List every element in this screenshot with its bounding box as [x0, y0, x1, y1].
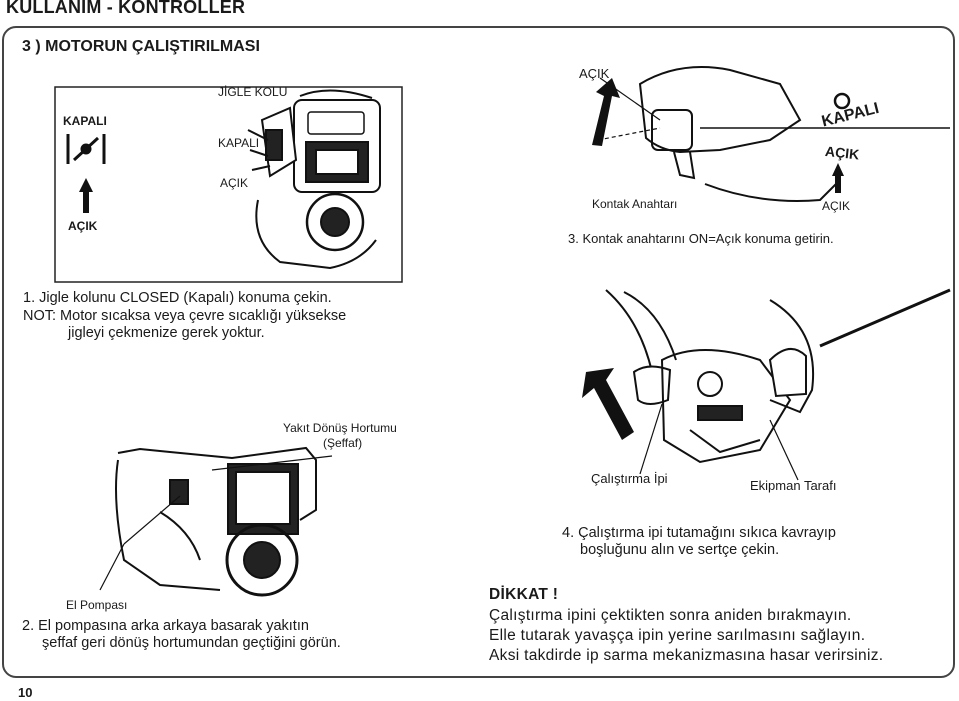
- closed-label-left: KAPALI: [63, 114, 107, 128]
- rope-label: Çalıştırma İpi: [591, 471, 668, 486]
- off-circle-icon: [833, 92, 851, 110]
- choke-symbol-icon: [66, 134, 106, 164]
- up-arrow-icon-right: [832, 163, 844, 193]
- step1-line3: jigleyi çekmenize gerek yoktur.: [68, 325, 265, 341]
- closed-label-mid: KAPALI: [218, 136, 260, 150]
- engine-illustration-3: [115, 446, 317, 597]
- primer-label: El Pompası: [66, 598, 128, 612]
- open-label-tilted: AÇIK: [824, 143, 861, 163]
- figure1-frame: [54, 86, 403, 283]
- return-hose-label-1: Yakıt Dönüş Hortumu: [283, 421, 397, 435]
- choke-lever-label: JİGLE KOLU: [218, 85, 288, 99]
- step3-text: 3. Kontak anahtarını ON=Açık konuma geti…: [568, 231, 834, 246]
- content-frame: [2, 26, 955, 678]
- step1-line2: NOT: Motor sıcaksa veya çevre sıcaklığı …: [23, 308, 347, 324]
- up-arrow-big-icon: [582, 368, 634, 440]
- hand-switch-illustration: [638, 66, 950, 202]
- warning-title: DİKKAT !: [489, 586, 559, 603]
- step2-line2: şeffaf geri dönüş hortumundan geçtiğini …: [42, 635, 341, 651]
- arrow-curved-icon: [592, 78, 620, 146]
- warning-line2: Elle tutarak yavaşça ipin yerine sarılma…: [489, 627, 866, 644]
- ignition-switch-label: Kontak Anahtarı: [592, 197, 678, 211]
- step1-line1: 1. Jigle kolunu CLOSED (Kapalı) konuma ç…: [23, 290, 332, 306]
- step4-line2: boşluğunu alın ve sertçe çekin.: [580, 542, 780, 558]
- up-arrow-icon-left: [79, 178, 93, 213]
- page-number: 10: [18, 685, 33, 700]
- open-label-left: AÇIK: [68, 219, 98, 233]
- return-hose-label-2: (Şeffaf): [323, 436, 363, 450]
- open-label-bottom: AÇIK: [822, 199, 851, 213]
- step4-line1: 4. Çalıştırma ipi tutamağını sıkıca kavr…: [562, 525, 836, 541]
- equipment-side-label: Ekipman Tarafı: [750, 478, 837, 493]
- open-label-mid: AÇIK: [220, 176, 249, 190]
- engine-illustration-1: [247, 89, 381, 270]
- section-title: 3 ) MOTORUN ÇALIŞTIRILMASI: [22, 38, 260, 55]
- page-header-title: KULLANIM - KONTROLLER: [6, 0, 246, 17]
- hands-engine-illustration: [605, 288, 951, 464]
- warning-line1: Çalıştırma ipini çektikten sonra aniden …: [489, 607, 852, 624]
- warning-line3: Aksi takdirde ip sarma mekanizmasına has…: [489, 647, 884, 664]
- step2-line1: 2. El pompasına arka arkaya basarak yakı…: [22, 618, 309, 634]
- open-label-top: AÇIK: [579, 66, 610, 81]
